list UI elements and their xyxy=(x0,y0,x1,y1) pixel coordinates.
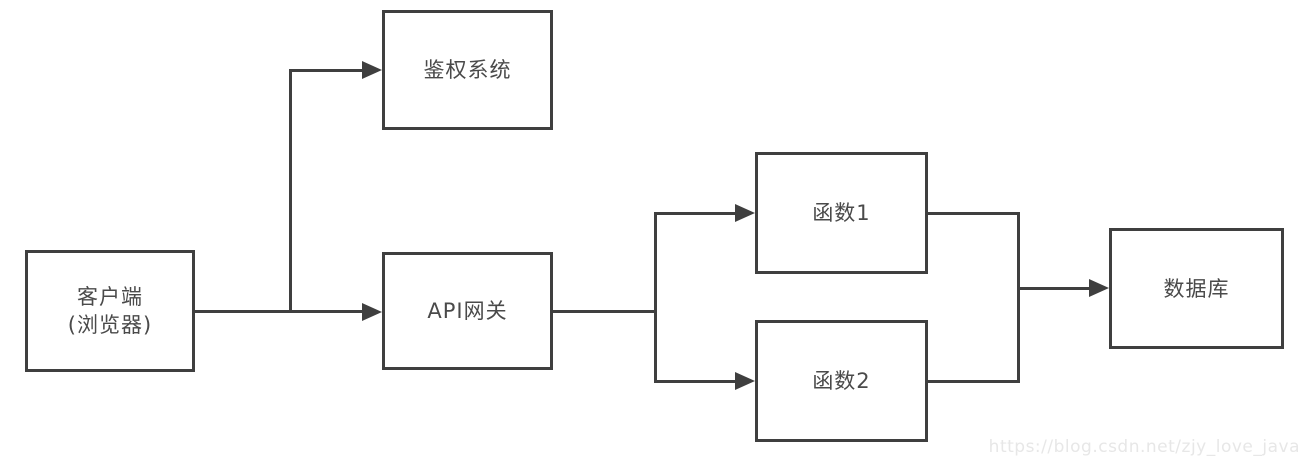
node-function-2-label: 函数2 xyxy=(812,369,871,393)
edge-gateway-out-line xyxy=(553,310,657,313)
edge-gateway-to-function-2-line xyxy=(654,380,737,383)
node-auth-system-label: 鉴权系统 xyxy=(423,58,512,82)
edge-gateway-to-function-1-line xyxy=(654,212,737,215)
node-function-1-label: 函数1 xyxy=(812,201,871,225)
edge-function-2-out-line xyxy=(928,380,1020,383)
node-function-1: 函数1 xyxy=(755,152,928,274)
node-auth-system: 鉴权系统 xyxy=(382,10,553,130)
edge-client-to-auth-line xyxy=(289,69,365,72)
edge-function-1-out-line xyxy=(928,212,1020,215)
arrowhead-into-function-2-icon xyxy=(735,372,755,390)
edge-merge-vertical xyxy=(1017,212,1020,383)
arrowhead-into-function-1-icon xyxy=(735,204,755,222)
node-client-label-line1: 客户端 xyxy=(77,285,143,309)
node-database-label: 数据库 xyxy=(1163,276,1230,301)
arrowhead-into-database-icon xyxy=(1089,279,1109,297)
node-database: 数据库 xyxy=(1109,228,1284,349)
node-api-gateway-label: API网关 xyxy=(427,299,508,323)
node-client-label-line2: (浏览器) xyxy=(67,313,153,337)
node-api-gateway: API网关 xyxy=(382,252,553,370)
arrowhead-into-auth-icon xyxy=(362,61,382,79)
edge-client-to-gateway-line xyxy=(195,310,365,313)
edge-merge-to-database-line xyxy=(1017,287,1091,290)
watermark-url: https://blog.csdn.net/zjy_love_java xyxy=(988,437,1300,457)
edge-gateway-branch-vertical xyxy=(654,212,657,383)
node-function-2: 函数2 xyxy=(755,320,928,442)
arrowhead-into-gateway-icon xyxy=(362,303,382,321)
edge-client-to-auth-vertical xyxy=(289,69,292,313)
node-client: 客户端 (浏览器) xyxy=(25,250,195,372)
